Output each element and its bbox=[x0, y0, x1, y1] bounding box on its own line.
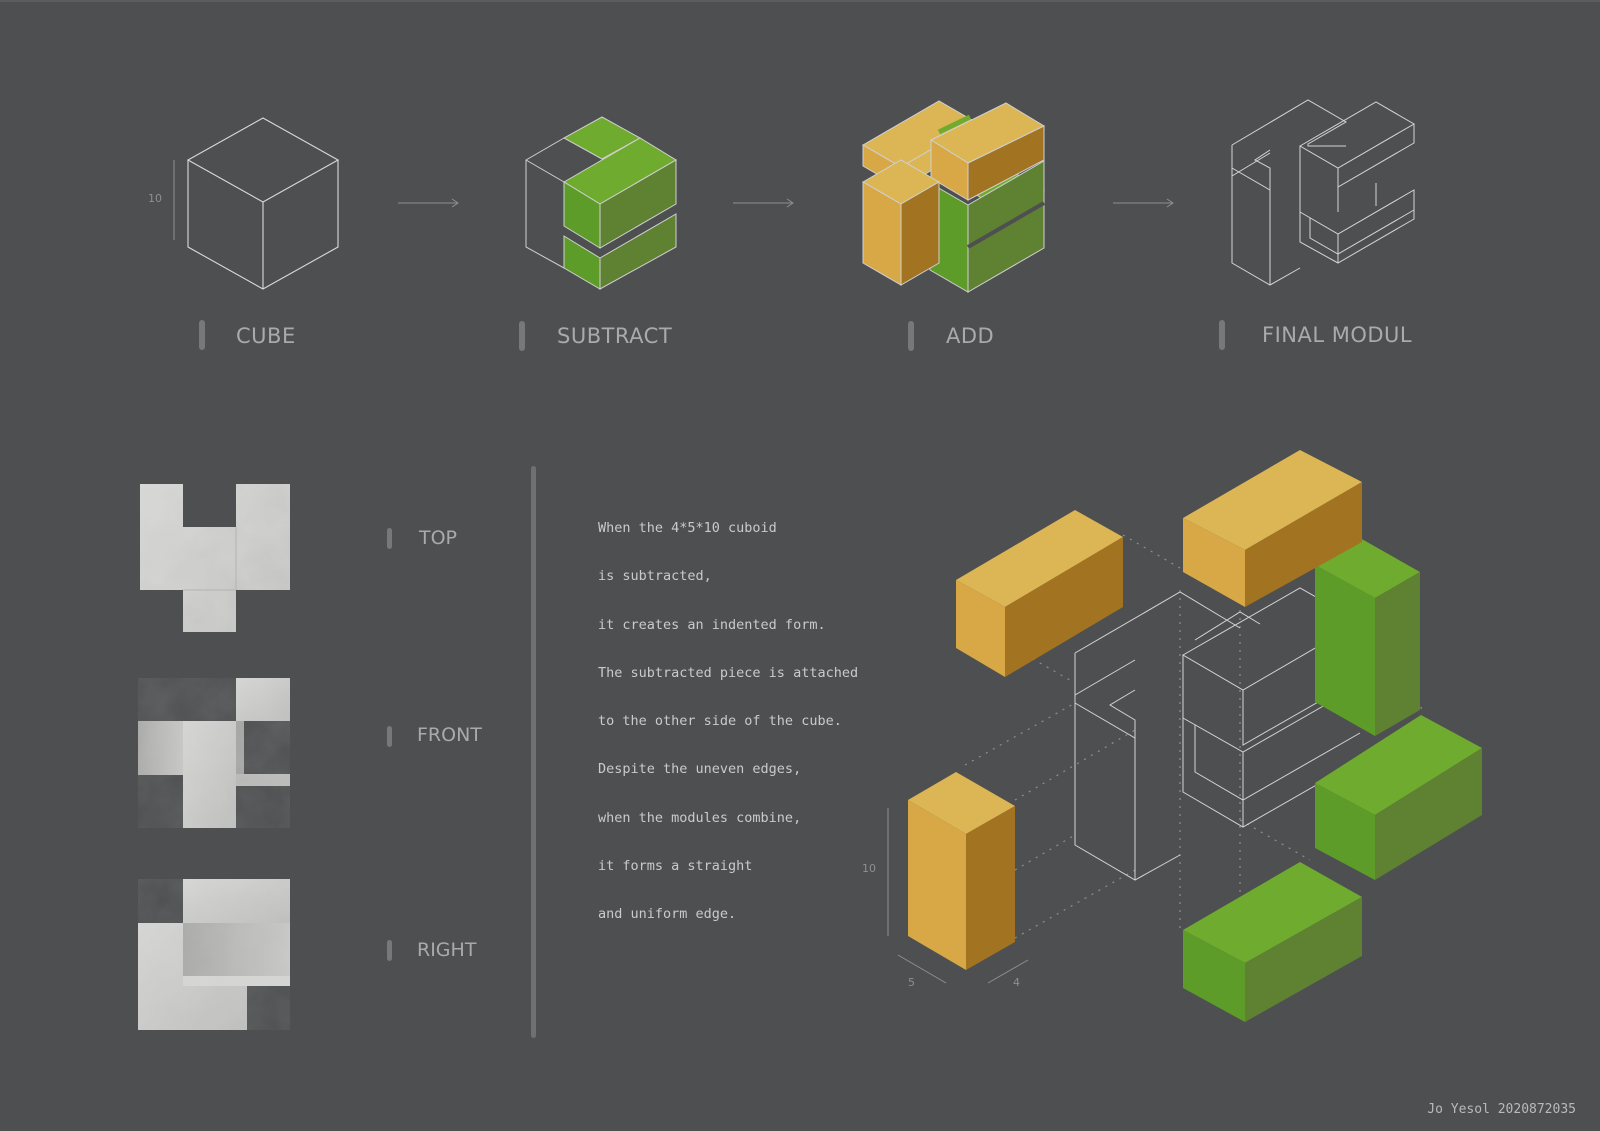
description-line: When the 4*5*10 cuboid bbox=[598, 520, 777, 536]
cube-height-label: 10 bbox=[148, 192, 162, 205]
view-marker bbox=[387, 940, 392, 961]
block-height-label: 10 bbox=[862, 862, 876, 875]
yellow-block-upper-left bbox=[956, 510, 1123, 677]
subtract-cube bbox=[525, 116, 677, 290]
view-marker bbox=[387, 528, 392, 549]
step-label-add: ADD bbox=[946, 324, 995, 348]
description-line: when the modules combine, bbox=[598, 809, 802, 826]
block-depth-label: 4 bbox=[1013, 976, 1020, 989]
green-block-bottom bbox=[1183, 862, 1362, 1022]
step-label-subtract: SUBTRACT bbox=[557, 324, 673, 348]
description-line: is subtracted, bbox=[598, 568, 712, 585]
author-credit: Jo Yesol 2020872035 bbox=[1427, 1102, 1576, 1117]
yellow-block-tall bbox=[908, 772, 1015, 970]
view-label-right: RIGHT bbox=[417, 939, 477, 961]
yellow-block-upper-right bbox=[1183, 450, 1362, 607]
view-label-top: TOP bbox=[419, 527, 458, 549]
description-line: Despite the uneven edges, bbox=[598, 761, 802, 778]
final-module-wireframe bbox=[1231, 99, 1415, 286]
arrow-icon bbox=[1113, 198, 1174, 208]
step-label-final-modul: FINAL MODUL bbox=[1262, 323, 1413, 347]
description-line: it creates an indented form. bbox=[598, 616, 826, 633]
description-line: it forms a straight bbox=[598, 858, 753, 875]
description-line: The subtracted piece is attached bbox=[598, 664, 859, 681]
right-view-concrete bbox=[138, 879, 290, 1030]
step-marker bbox=[199, 320, 205, 350]
description-line: and uniform edge. bbox=[598, 906, 737, 923]
green-block-middle bbox=[1315, 715, 1482, 880]
description-line: to the other side of the cube. bbox=[598, 713, 842, 730]
description-text: When the 4*5*10 cuboid is subtracted, it… bbox=[598, 520, 898, 955]
step-marker bbox=[1219, 320, 1225, 350]
green-block-upright bbox=[1315, 538, 1420, 736]
view-marker bbox=[387, 726, 392, 747]
step-marker bbox=[519, 321, 525, 351]
block-dimension-lines bbox=[887, 808, 1029, 984]
cube-wireframe bbox=[186, 117, 340, 290]
step-marker bbox=[908, 321, 914, 351]
top-view-concrete bbox=[140, 484, 290, 632]
block-width-label: 5 bbox=[908, 976, 915, 989]
add-cube bbox=[862, 100, 1046, 293]
exploded-guide-lines bbox=[964, 534, 1424, 980]
front-view-concrete bbox=[138, 678, 290, 828]
arrow-icon bbox=[733, 198, 794, 208]
view-label-front: FRONT bbox=[417, 724, 482, 746]
section-divider bbox=[531, 466, 536, 1038]
arrow-icon bbox=[398, 198, 459, 208]
step-label-cube: CUBE bbox=[236, 324, 296, 348]
